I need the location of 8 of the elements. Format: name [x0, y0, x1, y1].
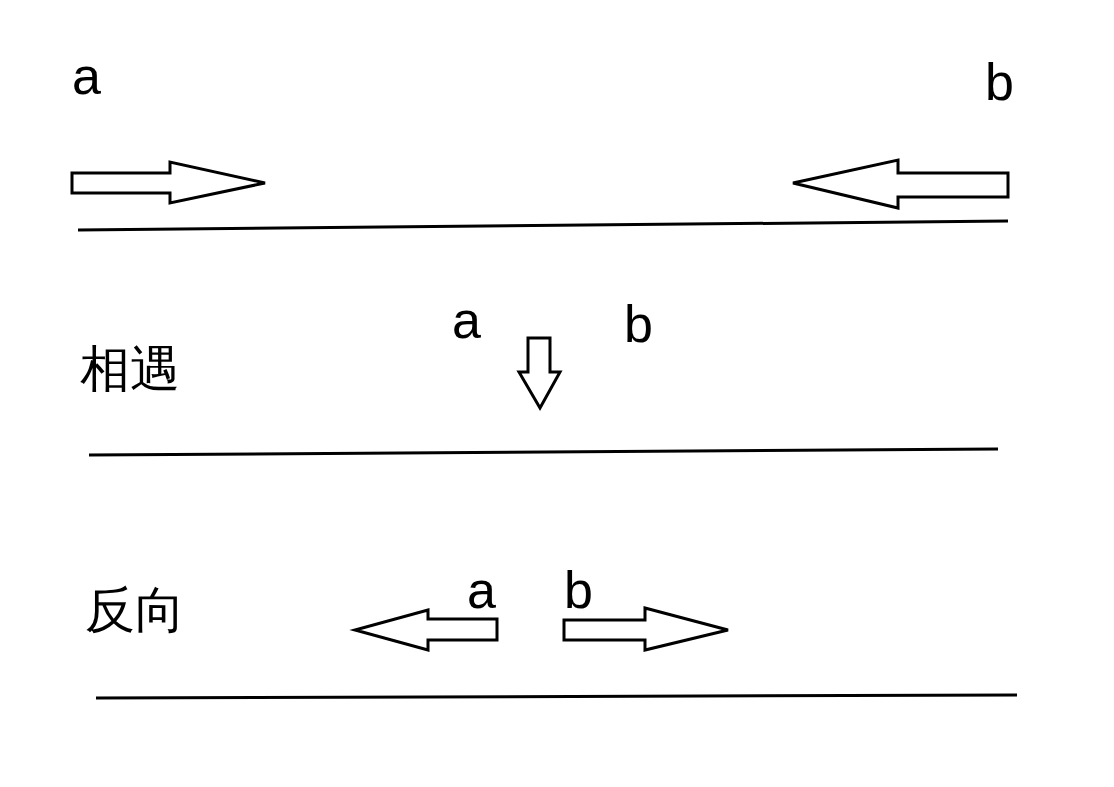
- point-label: a: [467, 564, 496, 616]
- point-label: b: [564, 564, 593, 616]
- scenario-label: 反向: [85, 585, 185, 635]
- point-label: b: [985, 56, 1014, 108]
- scenario-label: 相遇: [80, 344, 180, 394]
- point-label: b: [624, 298, 653, 350]
- point-label: a: [72, 50, 101, 102]
- point-label: a: [452, 294, 481, 346]
